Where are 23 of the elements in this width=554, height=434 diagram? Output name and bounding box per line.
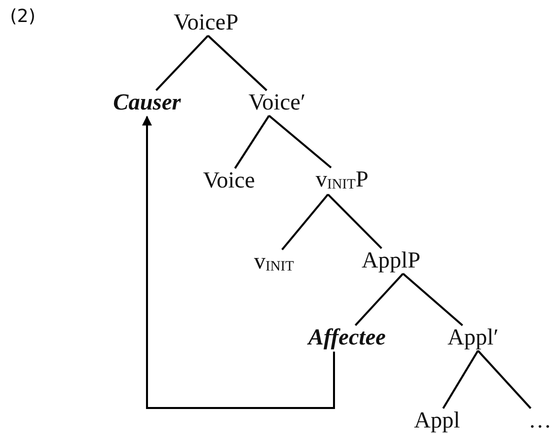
tree-branch-line [281, 194, 329, 250]
tree-node-label: Voice′ [248, 89, 306, 115]
tree-branch-line [234, 115, 270, 169]
tree-branch-line [354, 272, 404, 326]
tree-node-label: Appl [414, 407, 460, 433]
movement-arrow [142, 116, 335, 409]
tree-branch-line [327, 194, 382, 250]
tree-node-label: VoiceP [174, 9, 238, 35]
tree-branch-line [155, 34, 209, 92]
tree-node-label: … [528, 407, 552, 433]
tree-node-label: Voice [203, 167, 255, 193]
tree-branch-line [402, 272, 464, 326]
tree-branch-line [477, 350, 532, 410]
tree-node-label: v$_{INIT}$P [316, 166, 368, 194]
tree-branch-line [207, 34, 268, 92]
tree-node-label: Appl′ [447, 324, 499, 350]
tree-node-label: v$_{INIT}$ [254, 248, 294, 276]
tree-node-label: Causer [113, 89, 181, 115]
tree-branch-line [268, 114, 332, 168]
tree-node-label: Affectee [308, 324, 386, 350]
tree-node-label: ApplP [362, 247, 420, 273]
tree-branch-line [442, 350, 479, 409]
example-number: (2) [10, 6, 36, 27]
